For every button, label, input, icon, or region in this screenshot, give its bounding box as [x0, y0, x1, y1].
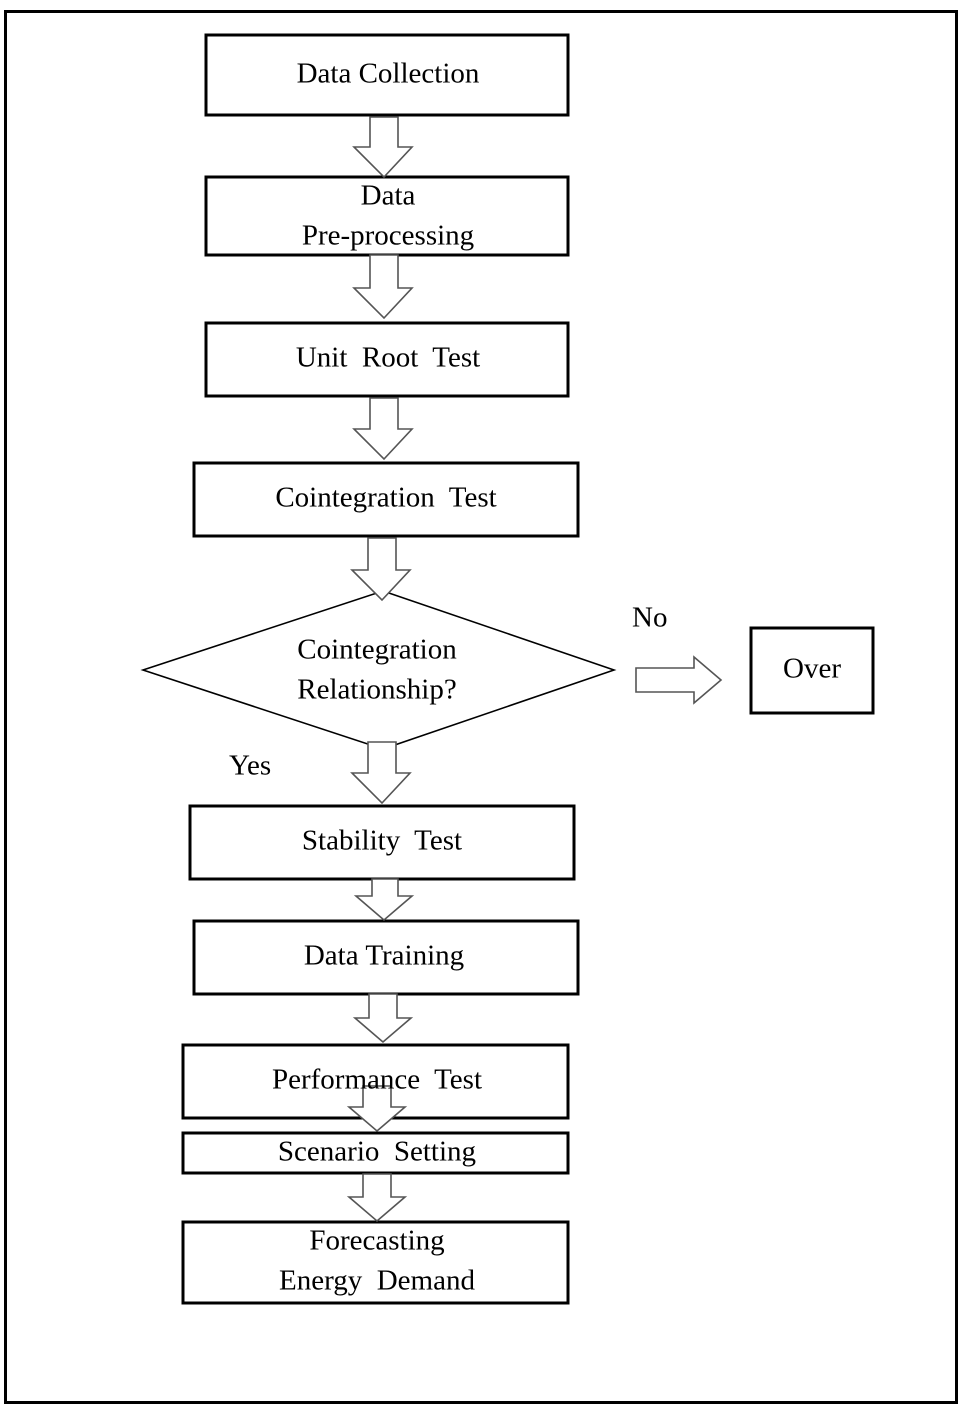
- branch-yes-label: Yes: [229, 750, 271, 782]
- arrow-down-2: [352, 254, 414, 320]
- unit-root-test-box: [204, 321, 570, 398]
- forecasting-label-line1: Forecasting: [309, 1225, 444, 1257]
- decision-label-line2: Relationship?: [297, 674, 456, 706]
- data-training-box: [192, 919, 580, 996]
- over-box: [749, 626, 875, 715]
- arrow-down-1: [352, 116, 414, 179]
- arrow-down-4: [350, 537, 412, 602]
- arrow-down-7: [352, 993, 414, 1044]
- data-preprocessing-label-line1: Data: [361, 180, 416, 212]
- data-preprocessing-box: [204, 175, 570, 257]
- arrow-right-no: [635, 655, 723, 705]
- branch-no-label: No: [632, 602, 667, 634]
- data-collection-box: [204, 33, 570, 117]
- diagram-frame: [4, 10, 958, 1404]
- stability-test-box: [188, 804, 576, 881]
- decision-label-line1: Cointegration: [297, 634, 457, 666]
- data-collection-label: Data Collection: [297, 58, 480, 90]
- arrow-down-6: [353, 878, 415, 922]
- data-preprocessing-label-line2: Pre-processing: [302, 220, 474, 252]
- scenario-setting-box: [181, 1131, 570, 1175]
- cointegration-test-label: Cointegration Test: [275, 482, 496, 514]
- scenario-setting-label: Scenario Setting: [278, 1136, 476, 1168]
- arrow-down-5: [350, 741, 412, 805]
- performance-test-label: Performance Test: [272, 1064, 482, 1096]
- over-label: Over: [783, 653, 841, 685]
- decision-diamond: [140, 590, 617, 750]
- stability-test-label: Stability Test: [302, 825, 462, 857]
- arrow-down-3: [352, 397, 414, 461]
- cointegration-test-box: [192, 461, 580, 538]
- unit-root-test-label: Unit Root Test: [296, 342, 480, 374]
- forecasting-label-line2: Energy Demand: [279, 1265, 475, 1297]
- forecasting-box: [181, 1220, 570, 1305]
- arrow-down-9: [346, 1173, 408, 1223]
- arrow-down-8: [346, 1085, 408, 1133]
- data-training-label: Data Training: [304, 940, 464, 972]
